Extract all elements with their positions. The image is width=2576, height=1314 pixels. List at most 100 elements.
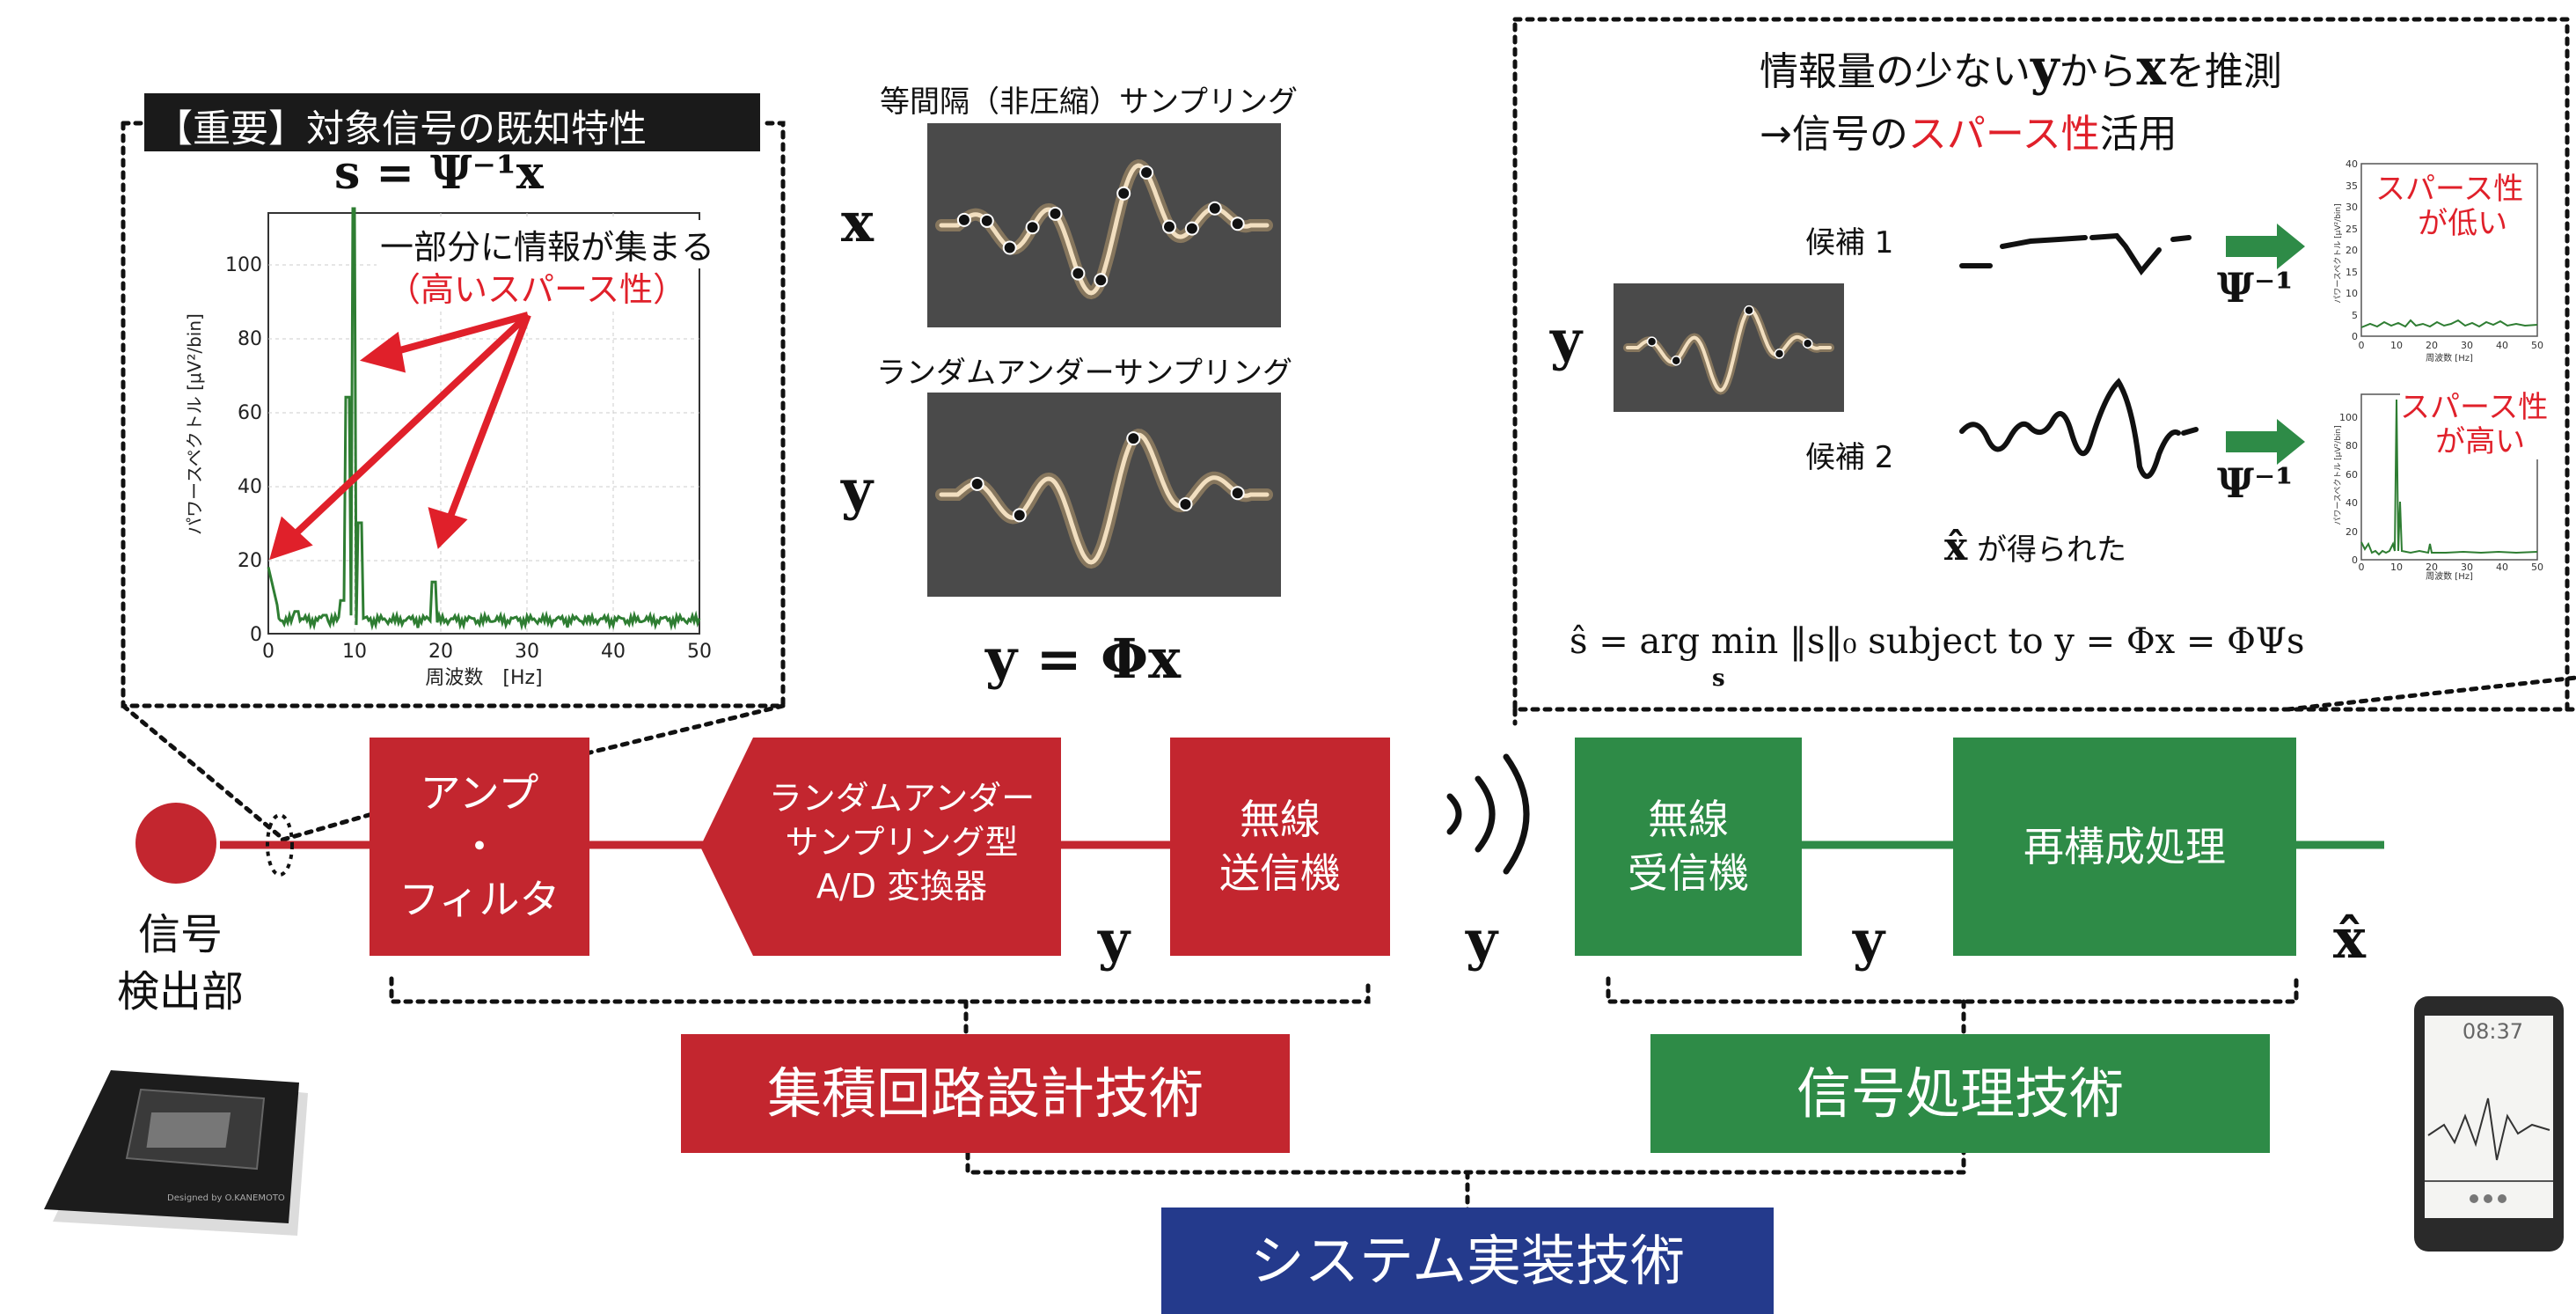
- sample-point: [1744, 305, 1754, 316]
- random-sampling-waveform: [927, 393, 1281, 597]
- svg-text:80: 80: [2345, 440, 2358, 451]
- ytick-40: 40: [238, 476, 262, 498]
- sample-point: [979, 213, 994, 228]
- sample-point: [970, 476, 984, 491]
- spectrum-annotation: 一部分に情報が集まる: [377, 220, 719, 268]
- ytick-0: 0: [250, 624, 262, 646]
- y-symbol-sampling: y: [841, 458, 874, 522]
- s-formula: s = Ψ⁻¹x: [334, 146, 544, 200]
- sample-point: [1025, 220, 1040, 235]
- svg-text:35: 35: [2345, 180, 2358, 192]
- sample-point: [1184, 221, 1199, 236]
- y-after-receiver: y: [1853, 908, 1885, 973]
- optimization-formula: ŝ = arg min ‖s‖₀ subject to y = Φx = ΦΨs: [1570, 621, 2305, 662]
- xhat-output: x̂: [2333, 907, 2366, 971]
- svg-text:20: 20: [2426, 562, 2438, 573]
- svg-text:10: 10: [2390, 562, 2403, 573]
- xtick-50: 50: [687, 641, 712, 663]
- svg-text:20: 20: [2345, 245, 2358, 256]
- sparsity-arrows: [269, 312, 531, 561]
- sample-point: [1126, 431, 1141, 446]
- sample-point: [1002, 240, 1017, 255]
- svg-text:周波数 [Hz]: 周波数 [Hz]: [2426, 352, 2473, 363]
- sample-point: [956, 212, 971, 227]
- svg-text:0: 0: [2352, 331, 2358, 342]
- svg-text:10: 10: [2390, 340, 2403, 351]
- svg-text:40: 40: [2496, 562, 2508, 573]
- xtick-0: 0: [262, 641, 274, 663]
- signal-detector-label: 信号 検出部: [116, 910, 244, 1017]
- spectrum-yticks: 0 20 40 60 80 100: [225, 254, 262, 646]
- uniform-sampling-waveform: [927, 123, 1281, 327]
- svg-text:40: 40: [2345, 497, 2358, 509]
- y-symbol-recon: y: [1550, 308, 1583, 372]
- svg-text:10: 10: [2345, 288, 2358, 299]
- system-impl-label: システム実装技術: [1161, 1208, 1774, 1314]
- sample-point: [1094, 273, 1109, 288]
- uniform-sampling-title: 等間隔（非圧縮）サンプリング: [880, 84, 1298, 120]
- candidate1-waveform: [1959, 232, 2192, 276]
- y-wireless: y: [1466, 908, 1498, 973]
- ytick-20: 20: [238, 550, 262, 572]
- spectrum-xticks: 0 10 20 30 40 50: [262, 641, 712, 663]
- svg-text:0: 0: [2359, 340, 2365, 351]
- svg-text:パワースペクトル [μV²/bin]: パワースペクトル [μV²/bin]: [2333, 203, 2343, 303]
- important-title: 【重要】対象信号の既知特性: [155, 107, 647, 151]
- recon-title-line1: 情報量の少ないyからxを推測: [1760, 39, 2282, 97]
- svg-text:5: 5: [2352, 310, 2358, 321]
- sample-point: [1048, 206, 1063, 221]
- ytick-60: 60: [238, 402, 262, 424]
- arrow-candidate2: [2226, 419, 2305, 465]
- psi-inv-1: Ψ⁻¹: [2217, 264, 2294, 312]
- candidate2-waveform: [1959, 378, 2199, 480]
- chip-image: Designed by O.KANEMOTO: [44, 1070, 308, 1236]
- svg-text:パワースペクトル [μV²/bin]: パワースペクトル [μV²/bin]: [2333, 425, 2343, 525]
- svg-text:50: 50: [2531, 562, 2543, 573]
- svg-text:40: 40: [2496, 340, 2508, 351]
- sample-point: [1646, 336, 1658, 347]
- ytick-80: 80: [238, 328, 262, 350]
- svg-text:50: 50: [2531, 340, 2543, 351]
- optimization-subscript: s: [1712, 665, 1725, 692]
- psi-inv-2: Ψ⁻¹: [2217, 459, 2294, 507]
- xtick-40: 40: [601, 641, 626, 663]
- sample-point: [1230, 486, 1245, 501]
- svg-text:20: 20: [2426, 340, 2438, 351]
- receiver-block: 無線 受信機: [1575, 738, 1802, 956]
- svg-text:15: 15: [2345, 267, 2358, 278]
- xtick-10: 10: [342, 641, 367, 663]
- svg-text:0: 0: [2359, 562, 2365, 573]
- recon-title-line2: →信号のスパース性活用: [1760, 112, 2177, 157]
- sample-point: [1178, 497, 1193, 512]
- sample-point: [1671, 355, 1681, 366]
- arrow-candidate1: [2226, 224, 2305, 269]
- adc-block: ランダムアンダー サンプリング型 A/D 変換器: [768, 778, 1036, 907]
- sample-point: [1774, 349, 1785, 359]
- recon-input-waveform: [1614, 283, 1844, 412]
- sample-point: [1071, 266, 1086, 281]
- phone-image: 08:37: [2414, 996, 2564, 1252]
- y-after-adc: y: [1098, 908, 1131, 973]
- sample-point: [1116, 186, 1131, 201]
- phone-time: 08:37: [2463, 1019, 2523, 1044]
- random-sampling-title: ランダムアンダーサンプリング: [876, 356, 1292, 391]
- spectrum-xlabel: 周波数 [Hz]: [425, 667, 542, 689]
- xtick-30: 30: [515, 641, 539, 663]
- chip-text: Designed by O.KANEMOTO: [167, 1193, 285, 1203]
- ytick-100: 100: [225, 254, 262, 276]
- signal-detector-dot: [135, 803, 216, 884]
- svg-text:100: 100: [2339, 412, 2358, 423]
- spectrum-annotation-red: （高いスパース性）: [387, 262, 687, 311]
- sample-point: [1012, 508, 1027, 523]
- amp-filter-block: アンプ ・ フィルタ: [370, 738, 589, 956]
- adc-block-shape: [700, 738, 1061, 956]
- low-sparsity-label: スパース性が低い: [2375, 172, 2524, 242]
- ic-bracket: [389, 976, 1371, 1004]
- signal-processing-label: 信号処理技術: [1650, 1034, 2270, 1153]
- svg-text:40: 40: [2345, 158, 2358, 170]
- sample-point: [1207, 201, 1222, 216]
- svg-text:30: 30: [2461, 340, 2473, 351]
- transmitter-block: 無線 送信機: [1170, 738, 1390, 956]
- spectrum-series: [267, 207, 701, 631]
- wireless-icon: [1446, 753, 1530, 875]
